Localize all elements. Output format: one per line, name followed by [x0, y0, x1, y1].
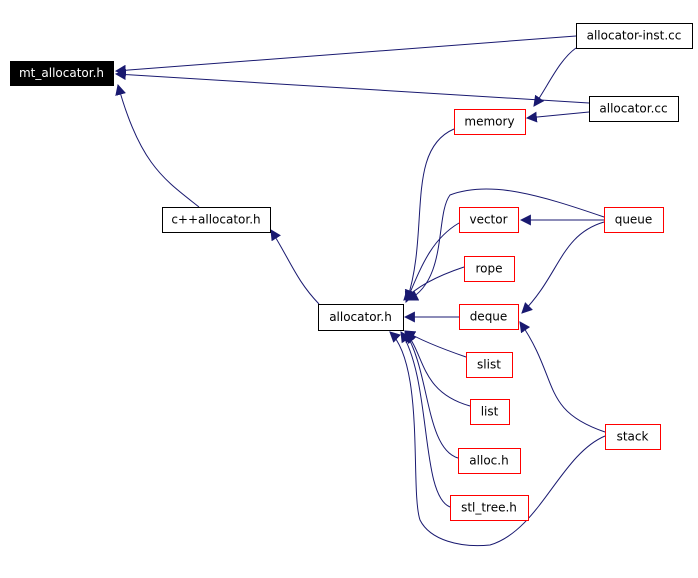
node-label-list: list — [481, 405, 499, 419]
node-box-allocator_h — [318, 304, 404, 331]
node-label-slist: slist — [477, 358, 501, 372]
node-mt_allocator[interactable]: mt_allocator.h — [10, 61, 114, 86]
node-alloc[interactable]: alloc.h — [458, 448, 521, 474]
edge-allocator_inst-to-memory — [533, 47, 577, 107]
edge-allocator_cc-to-memory — [525, 111, 590, 123]
node-box-allocator_inst — [576, 23, 693, 49]
node-label-memory: memory — [464, 115, 514, 129]
node-box-memory — [454, 109, 526, 135]
node-box-stack — [605, 424, 661, 450]
node-label-queue: queue — [615, 213, 653, 227]
node-allocator_cc[interactable]: allocator.cc — [589, 96, 679, 122]
node-box-stl_tree — [450, 495, 529, 521]
node-queue[interactable]: queue — [604, 207, 664, 233]
node-box-mt_allocator — [10, 61, 114, 86]
edge-stack-to-deque — [519, 321, 606, 433]
node-label-vector: vector — [469, 213, 507, 227]
node-box-list — [470, 399, 510, 425]
node-box-rope — [464, 256, 515, 282]
edge-allocator_inst-to-mt_allocator — [114, 35, 577, 76]
node-box-cppallocator — [162, 207, 271, 233]
edge-alloc-to-allocator_h — [404, 331, 459, 459]
dependency-edges — [114, 35, 606, 547]
dependency-nodes: mt_allocator.h allocator-inst.cc allocator… — [10, 23, 693, 521]
node-box-alloc — [458, 448, 521, 474]
node-label-mt_allocator: mt_allocator.h — [19, 66, 104, 80]
node-deque[interactable]: deque — [459, 304, 519, 330]
node-label-stack: stack — [617, 430, 649, 444]
edge-queue-to-deque — [521, 221, 605, 314]
node-stack[interactable]: stack — [605, 424, 661, 450]
edge-vector-to-allocator_h — [404, 222, 460, 304]
node-box-slist — [466, 352, 513, 378]
node-box-vector — [459, 207, 519, 233]
node-box-allocator_cc — [589, 96, 679, 122]
node-label-rope: rope — [475, 262, 502, 276]
edge-rope-to-allocator_h — [403, 266, 465, 301]
node-stl_tree[interactable]: stl_tree.h — [450, 495, 529, 521]
edge-cppallocator-to-mt_allocator — [115, 83, 200, 208]
edge-stl_tree-to-allocator_h — [400, 331, 451, 508]
node-label-allocator_cc: allocator.cc — [599, 102, 667, 116]
edge-allocator_h-to-cppallocator — [270, 229, 320, 305]
node-label-allocator_inst: allocator-inst.cc — [587, 29, 682, 43]
node-box-queue — [604, 207, 664, 233]
node-cppallocator[interactable]: c++allocator.h — [162, 207, 271, 233]
edge-stack-to-allocator_h — [389, 331, 606, 547]
node-memory[interactable]: memory — [454, 109, 526, 135]
node-label-stl_tree: stl_tree.h — [461, 501, 517, 515]
edge-memory-to-allocator_h — [404, 128, 455, 302]
node-allocator_h[interactable]: allocator.h — [318, 304, 404, 331]
node-label-allocator_h: allocator.h — [329, 310, 392, 324]
node-rope[interactable]: rope — [464, 256, 515, 282]
edge-queue-to-allocator_h — [407, 188, 605, 301]
node-label-alloc: alloc.h — [469, 454, 508, 468]
edge-slist-to-allocator_h — [404, 330, 467, 358]
node-vector[interactable]: vector — [459, 207, 519, 233]
node-slist[interactable]: slist — [466, 352, 513, 378]
node-allocator_inst[interactable]: allocator-inst.cc — [576, 23, 693, 49]
node-list[interactable]: list — [470, 399, 510, 425]
node-label-cppallocator: c++allocator.h — [171, 213, 260, 227]
edge-allocator_cc-to-mt_allocator — [114, 69, 590, 104]
node-label-deque: deque — [470, 310, 508, 324]
node-box-deque — [459, 304, 519, 330]
